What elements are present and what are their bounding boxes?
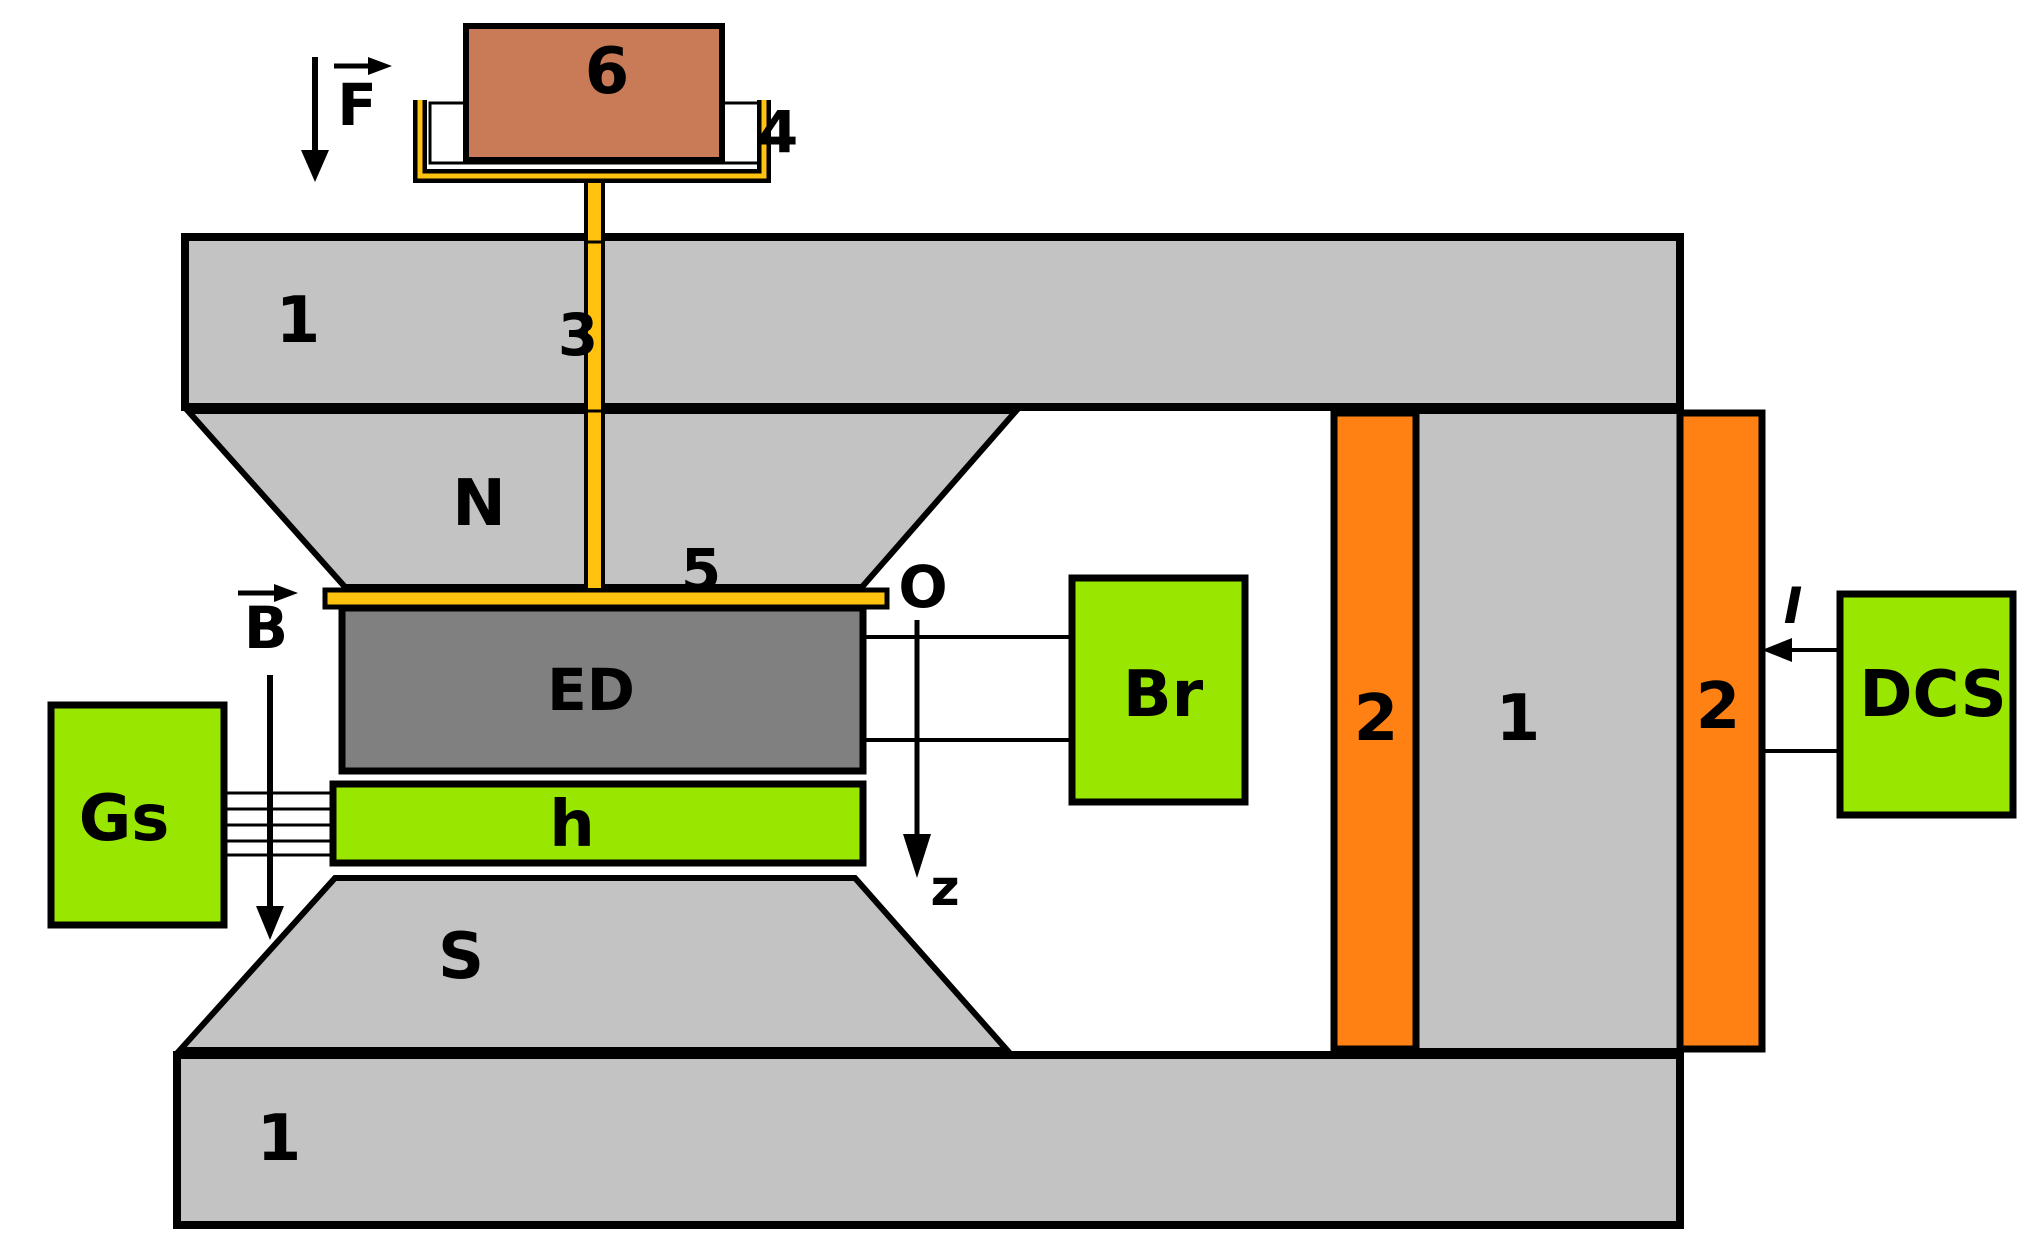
label-coil-right: 2 [1696, 670, 1741, 744]
label-force: F [337, 71, 377, 139]
hall-probe [329, 780, 867, 867]
yoke-bottom-bar [173, 1051, 1684, 1229]
label-rod: 3 [558, 301, 598, 369]
wire-bundle-gs [224, 791, 333, 857]
label-axis-z: z [930, 859, 959, 917]
weight [463, 23, 725, 163]
field-arrow-icon [238, 584, 298, 940]
bridge-box [1068, 574, 1249, 806]
label-bridge: Br [1123, 658, 1204, 732]
label-weight: 6 [585, 35, 630, 109]
label-yoke-top: 1 [276, 284, 321, 358]
label-pole-north: N [452, 467, 506, 541]
force-arrow-icon [301, 57, 392, 182]
yoke-top-bar [181, 233, 1684, 411]
label-pole-south: S [438, 920, 484, 994]
label-yoke-bottom: 1 [257, 1102, 302, 1176]
rod [584, 172, 605, 592]
current-arrow-icon [1762, 638, 1792, 662]
label-dc-source: DCS [1859, 658, 2006, 732]
coil-right [1676, 409, 1766, 1053]
label-yoke-right: 1 [1496, 682, 1541, 756]
label-origin: O [898, 553, 947, 621]
sample-ed [338, 604, 867, 775]
label-gaussmeter: Gs [79, 782, 170, 856]
pole-south [173, 875, 1014, 1053]
yoke-right-core [1413, 408, 1683, 1054]
label-sample: ED [547, 656, 635, 724]
label-pan: 4 [758, 98, 798, 166]
label-hall-probe: h [549, 788, 595, 862]
label-coil-left: 2 [1354, 682, 1399, 756]
coil-left [1330, 409, 1420, 1053]
z-axis-arrow-icon [903, 620, 931, 878]
label-field: B [244, 594, 288, 662]
label-plate: 5 [681, 536, 721, 604]
plate [322, 587, 890, 610]
dcs-box [1836, 590, 2017, 819]
label-current: I [1784, 577, 1803, 635]
gaussmeter-box [47, 701, 228, 929]
